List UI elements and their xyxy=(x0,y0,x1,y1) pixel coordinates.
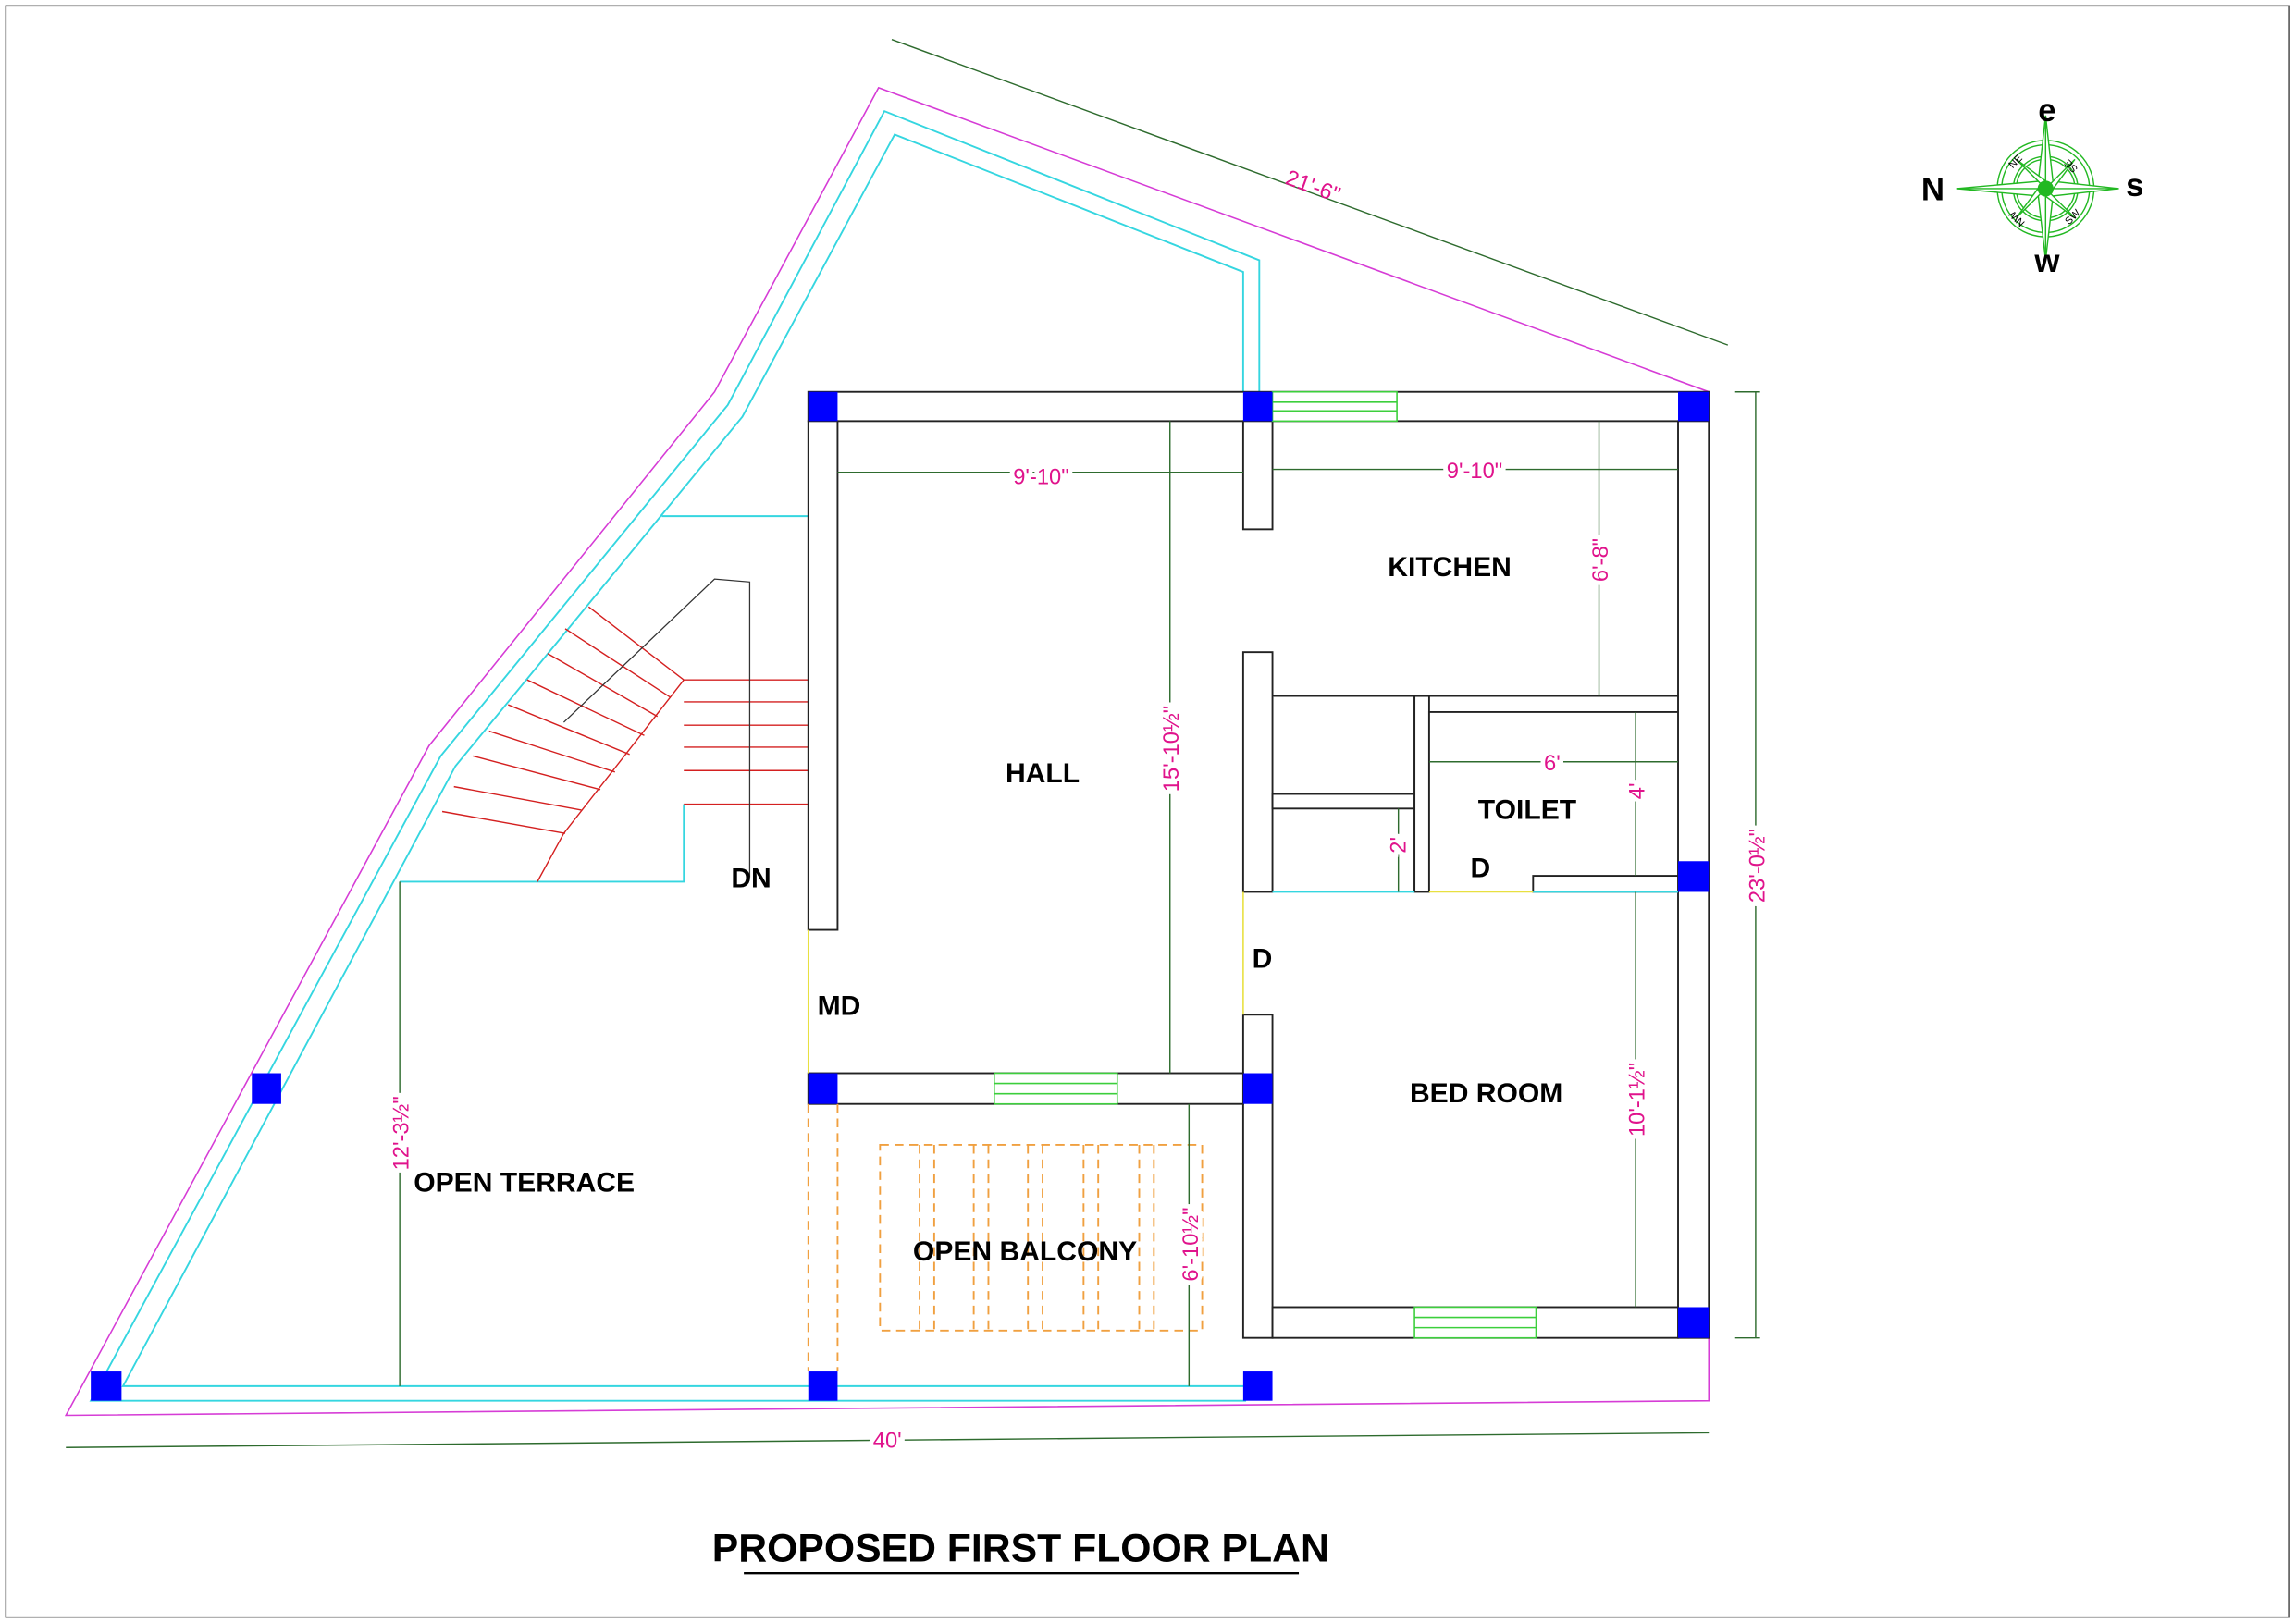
stair-label-down: DN xyxy=(731,864,771,894)
drawing-title: PROPOSED FIRST FLOOR PLAN xyxy=(712,1527,1329,1571)
room-label-open-balcony: OPEN BALCONY xyxy=(913,1236,1137,1267)
window-kitchen xyxy=(1271,390,1398,423)
staircase xyxy=(441,578,809,882)
dim-overall-depth: 23'-0½" xyxy=(1746,829,1770,903)
balcony-railing xyxy=(807,1103,1204,1372)
dim-bedroom-depth: 10'-1½" xyxy=(1626,1063,1650,1137)
dim-top-diagonal: 21'-6" xyxy=(1282,166,1343,208)
dim-passage: 2' xyxy=(1388,837,1412,854)
door-label-toilet: D xyxy=(1470,854,1490,884)
dim-hall-depth: 15'-10½" xyxy=(1160,706,1184,792)
window-hall xyxy=(994,1072,1118,1105)
dim-balcony-depth: 6'-10½" xyxy=(1179,1207,1204,1281)
compass-rose-icon xyxy=(1956,115,2119,261)
dim-kitchen-width: 9'-10" xyxy=(1447,460,1502,484)
door-label-bedroom: D xyxy=(1253,944,1273,975)
compass-e: e xyxy=(2038,92,2055,129)
dim-toilet-width: 6' xyxy=(1544,752,1561,776)
compass-w: w xyxy=(2033,243,2060,279)
window-bedroom xyxy=(1413,1306,1537,1339)
dim-hall-width: 9'-10" xyxy=(1013,465,1068,489)
dim-kitchen-depth: 6'-8" xyxy=(1589,538,1613,582)
compass-se: SE xyxy=(2063,157,2080,175)
compass-s: s xyxy=(2126,167,2143,203)
room-label-bed-room: BED ROOM xyxy=(1410,1078,1562,1109)
parapet-inner xyxy=(121,133,1247,1387)
stair-arrow xyxy=(562,578,751,878)
room-label-toilet: TOILET xyxy=(1478,794,1577,825)
sheet-border xyxy=(5,5,2290,1618)
walls xyxy=(807,390,1710,1339)
room-label-kitchen: KITCHEN xyxy=(1388,552,1512,583)
columns xyxy=(91,391,1710,1401)
room-label-open-terrace: OPEN TERRACE xyxy=(414,1168,635,1199)
room-label-hall: HALL xyxy=(1006,758,1080,789)
dimension-lines xyxy=(66,39,1760,1448)
dim-terrace-depth: 12'-3½" xyxy=(390,1096,414,1170)
door-label-main: MD xyxy=(818,990,861,1021)
stair-landing-edge xyxy=(400,804,685,883)
compass-n: N xyxy=(1921,172,1944,208)
dim-overall-width: 40' xyxy=(873,1429,902,1453)
compass-nw: NW xyxy=(2007,208,2028,228)
dim-toilet-depth: 4' xyxy=(1626,783,1650,800)
